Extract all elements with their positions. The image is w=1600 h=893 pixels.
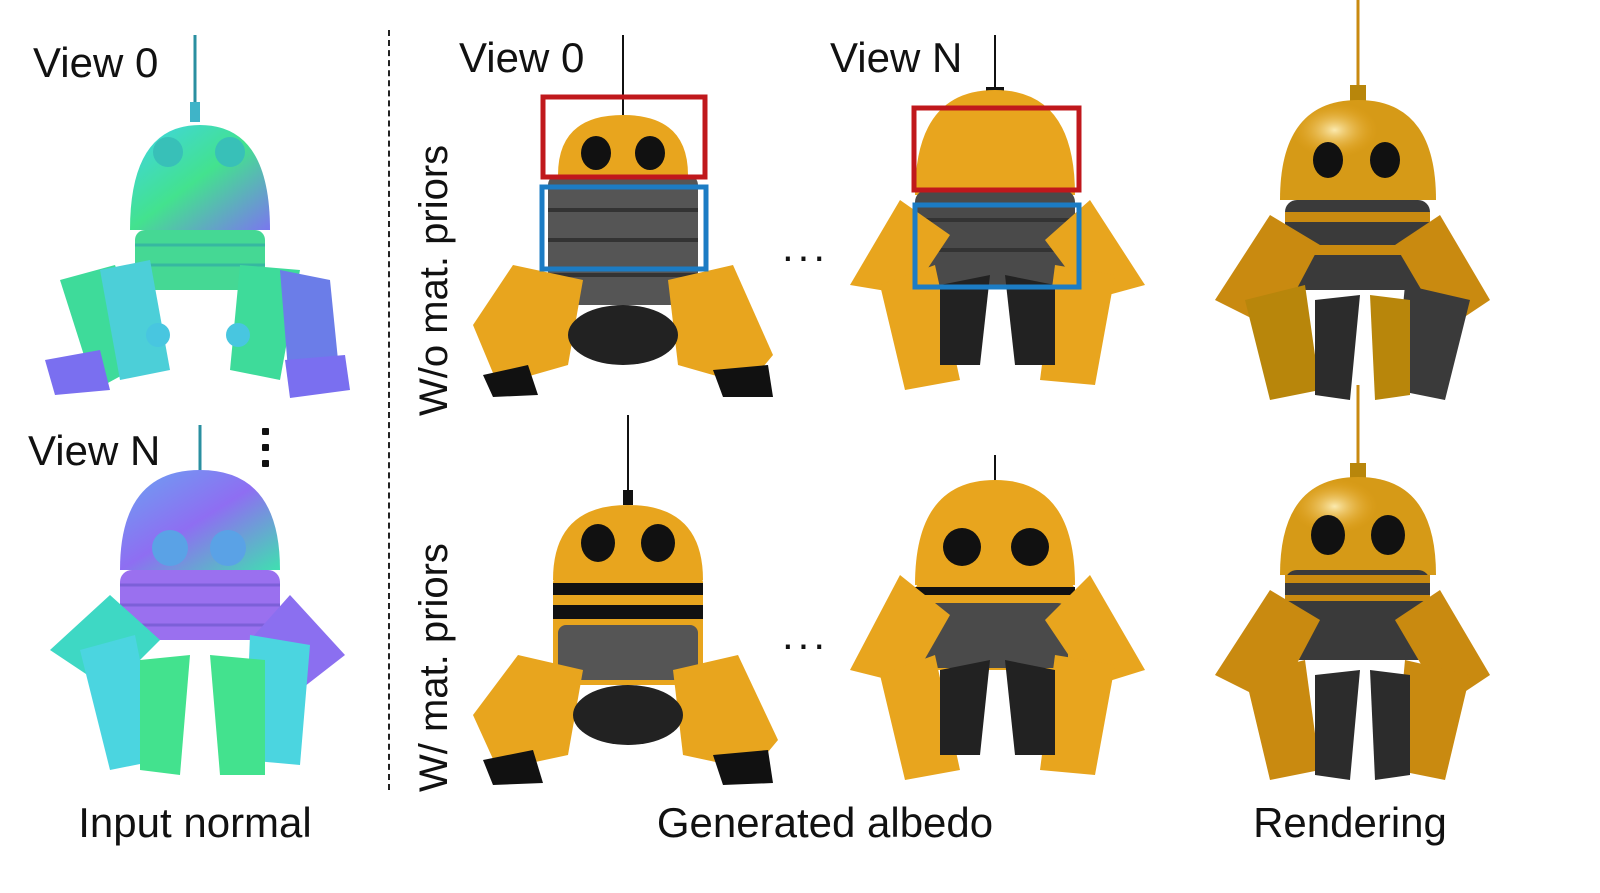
caption-input-normal: Input normal xyxy=(78,799,312,846)
albedo-wo-view0 xyxy=(473,35,773,397)
caption-rendering: Rendering xyxy=(1253,799,1447,846)
ellipsis-row1: ... xyxy=(782,223,830,270)
caption-generated-albedo: Generated albedo xyxy=(656,799,994,846)
label-viewN-mid: View N xyxy=(830,34,963,81)
ellipsis-row2: ... xyxy=(782,611,830,658)
label-viewN-left: View N xyxy=(28,427,161,474)
normal-robot-view0 xyxy=(45,35,350,398)
normal-robot-viewN xyxy=(50,425,345,775)
column-divider xyxy=(388,30,390,790)
albedo-wo-viewN xyxy=(850,35,1145,390)
row-label-without-priors: W/o mat. priors xyxy=(412,144,456,416)
row-label-with-priors: W/ mat. priors xyxy=(412,543,456,792)
label-view0-left: View 0 xyxy=(33,39,159,86)
rendering-wo xyxy=(1215,0,1490,400)
albedo-w-viewN xyxy=(850,455,1145,780)
vertical-ellipsis xyxy=(262,428,270,476)
label-view0-mid: View 0 xyxy=(459,34,585,81)
albedo-w-view0 xyxy=(473,415,778,785)
rendering-w xyxy=(1215,385,1490,780)
